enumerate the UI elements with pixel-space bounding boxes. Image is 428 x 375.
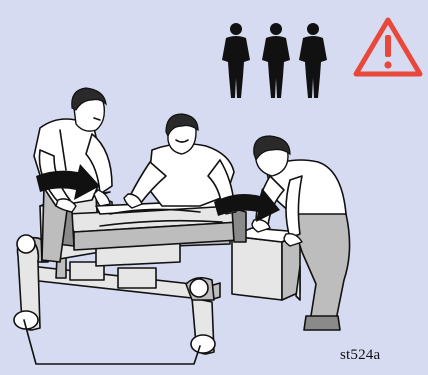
three-people-icon (222, 23, 327, 98)
figure-code-label: st524a (340, 347, 380, 364)
middle-person (124, 114, 236, 214)
warning-triangle-icon (356, 20, 420, 74)
callout-leader-line (24, 320, 200, 364)
